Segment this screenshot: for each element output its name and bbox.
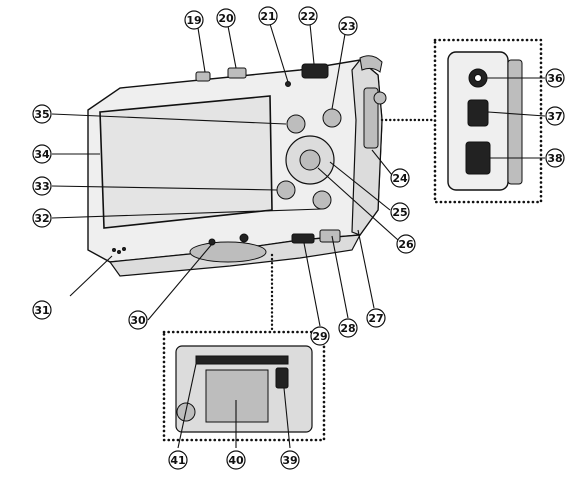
callout-20: 20 — [216, 8, 236, 28]
callout-34: 34 — [32, 144, 52, 164]
callout-40: 40 — [226, 450, 246, 470]
svg-text:26: 26 — [398, 238, 414, 251]
svg-text:27: 27 — [368, 312, 383, 325]
bottom-screw — [208, 238, 216, 246]
top-button-20 — [227, 67, 247, 79]
callout-27: 27 — [366, 308, 386, 328]
battery-compartment — [205, 369, 269, 423]
leader-lines — [51, 23, 546, 449]
svg-text:38: 38 — [547, 152, 562, 165]
svg-text:24: 24 — [392, 172, 408, 185]
callout-33: 33 — [32, 176, 52, 196]
svg-text:34: 34 — [34, 148, 50, 161]
svg-text:32: 32 — [34, 212, 49, 225]
callout-36: 36 — [545, 68, 565, 88]
callout-24: 24 — [390, 168, 410, 188]
callout-29: 29 — [310, 326, 330, 346]
callout-39: 39 — [280, 450, 300, 470]
battery-cover — [319, 229, 341, 243]
button-23 — [322, 108, 342, 128]
indicator-lamp — [285, 81, 291, 87]
callout-22: 22 — [298, 6, 318, 26]
battery-latch-39 — [275, 367, 289, 389]
callout-37: 37 — [545, 106, 565, 126]
callout-21: 21 — [258, 6, 278, 26]
svg-text:20: 20 — [218, 12, 234, 25]
connector-cover — [507, 59, 523, 185]
svg-text:36: 36 — [547, 72, 563, 85]
mode-dial — [359, 55, 383, 73]
lcd-monitor — [99, 95, 273, 229]
card-slot-41 — [195, 355, 289, 365]
svg-text:29: 29 — [312, 330, 327, 343]
callout-23: 23 — [338, 16, 358, 36]
callout-25: 25 — [390, 202, 410, 222]
strap-eyelet — [373, 91, 387, 105]
callout-32: 32 — [32, 208, 52, 228]
button-35 — [286, 114, 306, 134]
connector-inset — [433, 38, 543, 204]
svg-text:28: 28 — [340, 322, 355, 335]
battery-latch — [291, 233, 315, 244]
svg-text:30: 30 — [130, 314, 146, 327]
button-32 — [312, 190, 332, 210]
callout-26: 26 — [396, 234, 416, 254]
battery-inset — [162, 330, 326, 442]
side-cover — [363, 87, 379, 149]
callout-31: 31 — [32, 300, 52, 320]
svg-text:35: 35 — [34, 108, 49, 121]
hdmi-port — [465, 141, 491, 175]
tripod-socket — [239, 233, 249, 243]
svg-text:41: 41 — [170, 454, 185, 467]
callout-28: 28 — [338, 318, 358, 338]
svg-text:21: 21 — [260, 10, 275, 23]
speaker-grille — [112, 247, 126, 254]
svg-text:33: 33 — [34, 180, 49, 193]
callout-30: 30 — [128, 310, 148, 330]
camera-body — [87, 55, 387, 277]
svg-text:37: 37 — [547, 110, 562, 123]
callout-41: 41 — [168, 450, 188, 470]
ok-button — [299, 149, 321, 171]
callout-38: 38 — [545, 148, 565, 168]
svg-text:31: 31 — [34, 304, 49, 317]
callout-19: 19 — [184, 10, 204, 30]
svg-text:19: 19 — [186, 14, 201, 27]
svg-text:39: 39 — [282, 454, 297, 467]
top-button-19 — [195, 71, 211, 82]
svg-text:23: 23 — [340, 20, 355, 33]
lens-ring — [189, 241, 267, 263]
svg-text:22: 22 — [300, 10, 315, 23]
svg-text:25: 25 — [392, 206, 407, 219]
button-33 — [276, 180, 296, 200]
command-dial — [301, 63, 329, 79]
callout-35: 35 — [32, 104, 52, 124]
svg-text:40: 40 — [228, 454, 244, 467]
micro-usb-port — [467, 99, 489, 127]
